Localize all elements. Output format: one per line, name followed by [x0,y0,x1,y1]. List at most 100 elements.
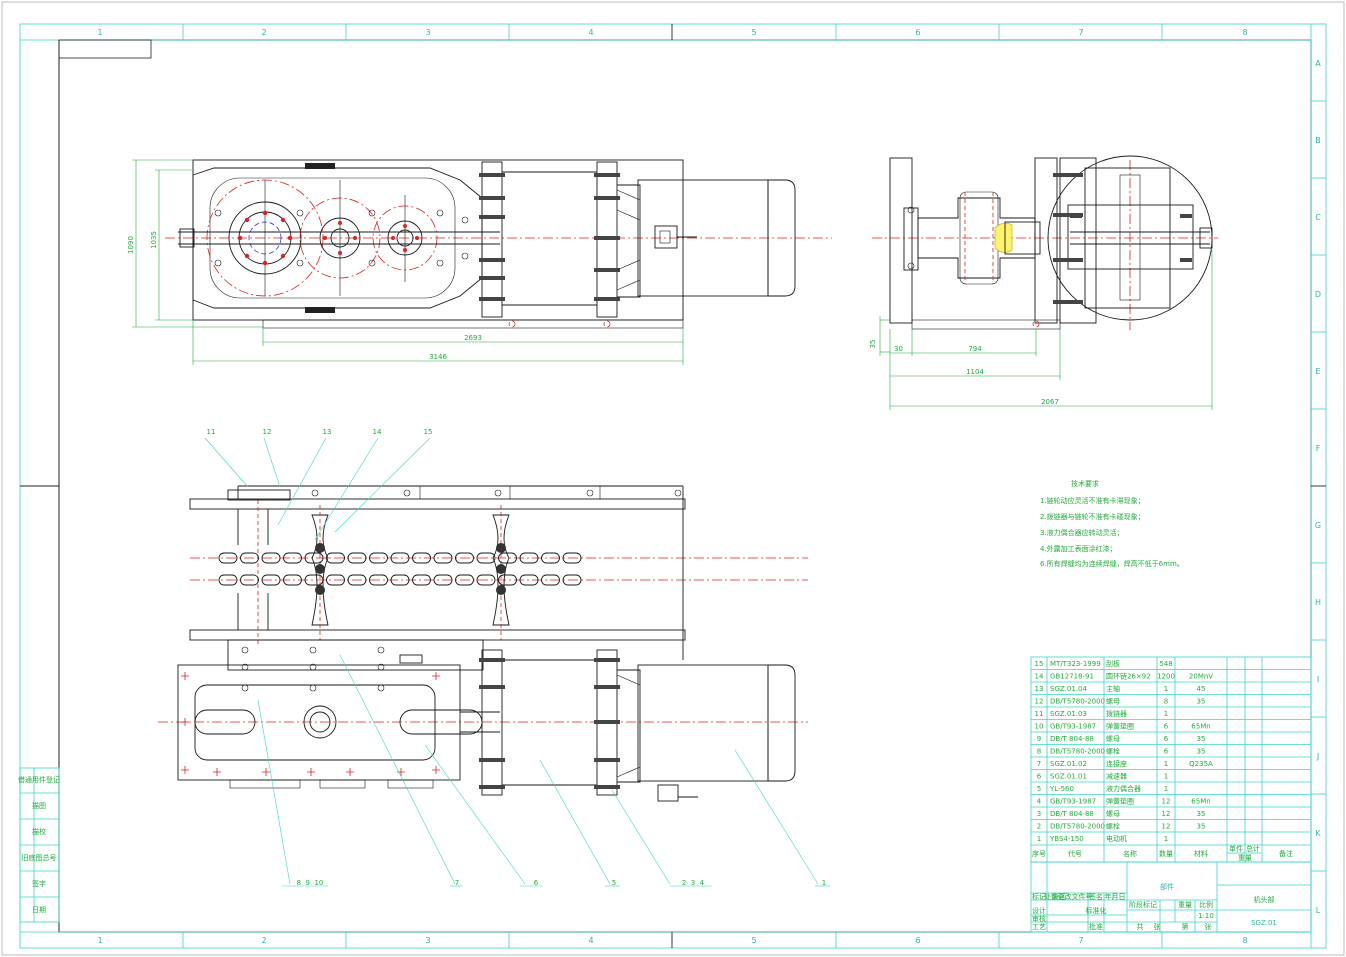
left-registration-strip: 借通用件登记 描图 描校 旧底图总号 签字 日期 [18,767,60,923]
side-zone-B: B [1315,136,1321,145]
bom-cell-qty: 6 [1164,735,1169,743]
title-block-total: 共 [1137,922,1144,931]
bottom-zone-8: 8 [1242,936,1247,945]
callout-5: 5 [612,879,616,887]
side-zone-K: K [1315,829,1321,838]
bom-cell-qty: 1 [1164,685,1168,693]
bom-cell-name: 弹簧垫圈 [1106,797,1134,806]
dim-side-height: 35 [869,340,877,349]
side-zone-C: C [1315,213,1321,222]
bom-cell-code: DB/T5780-2000 [1050,698,1105,706]
chain-link [455,574,474,586]
strip-label-3: 旧底图总号 [22,853,57,862]
technical-requirements: 技术要求 1.链轮动应灵活不准有卡滞现象； 2.拨链器与链轮不准有卡碰现象； 3… [1040,479,1184,568]
bom-cell-name: 主轴 [1106,684,1120,693]
side-zone-I: I [1317,675,1319,684]
tech-req-2: 2.拨链器与链轮不准有卡碰现象； [1040,512,1145,521]
side-zone-F: F [1316,444,1321,453]
top-zone-1: 1 [97,28,102,37]
chain-link [347,574,367,586]
bom-cell-name: 螺栓 [1106,747,1120,756]
side-zone-E: E [1315,367,1320,376]
chain-link [498,552,517,564]
top-zone-2: 2 [261,28,266,37]
bom-cell-material: 35 [1197,748,1206,756]
bottom-zone-3: 3 [425,936,430,945]
bom-cell-code: DB/T5780-2000 [1050,823,1105,831]
bom-cell-name: 液力偶合器 [1106,784,1141,793]
title-block-design: 设计 [1032,906,1046,915]
drawing-number: SGZ.01 [1251,919,1277,927]
tech-req-3: 3.液力偶合器应转动灵活； [1040,528,1124,537]
chain-link [240,552,259,564]
lower-drive-assembly [158,639,808,802]
title-block-count: 处数 [1044,892,1058,901]
bom-cell-name: 刮板 [1106,659,1120,668]
bom-header-qty: 数量 [1159,849,1173,858]
title-block-weight: 重量 [1178,901,1192,909]
callout-numbers: 11 12 13 14 15 8 9 10 7 6 5 2 3 4 1 [207,428,827,887]
chain-link [218,552,238,564]
title-block-zone: 分区 [1052,892,1066,901]
chain-link [218,574,238,586]
side-view-dimensions: 35 30 794 1104 2067 [869,250,1213,410]
title-block-approve: 批准 [1089,922,1103,931]
bom-cell-qty: 1 [1164,773,1168,781]
dim-height-outer: 1090 [127,236,135,254]
chain-link [541,552,560,564]
callout-14: 14 [373,428,382,436]
bottom-zone-7: 7 [1078,936,1083,945]
title-block-marker: 标记 [1032,892,1046,901]
chain-link [519,552,539,564]
title-block-standard: 标准化 [1086,906,1107,915]
top-zone-6: 6 [915,28,920,37]
chain-link [562,552,582,564]
top-zone-5: 5 [751,28,756,37]
dim-length-inner: 2693 [464,334,482,342]
tech-req-1: 1.链轮动应灵活不准有卡滞现象； [1040,496,1145,505]
callout-6: 6 [534,879,539,887]
bom-cell-material: 45 [1197,685,1206,693]
dim-side-width-b: 1104 [966,368,984,376]
chain-link [476,552,496,564]
title-block-scale-value: 1:10 [1198,912,1214,920]
bom-cell-name: 圆环链26×92 [1106,672,1151,681]
bom-cell-no: 2 [1037,823,1041,831]
top-zone-strip: 1 2 3 4 5 6 7 8 [97,24,1248,40]
bom-cell-qty: 1 [1164,785,1168,793]
callout-13: 13 [323,428,332,436]
side-zone-strip: A B C D E F G H I J K L [1311,59,1326,915]
title-block: 标记 处数 分区 更改文件号 签名 年月日 设计 标准化 审核 工艺 批准 阶段… [1030,861,1312,933]
top-view-dimensions: 1090 1035 2693 3146 [127,159,684,365]
chain-link [369,574,388,586]
bom-cell-material: 65Mn [1191,798,1210,806]
top-zone-8: 8 [1242,28,1247,37]
bom-cell-name: 减速器 [1106,772,1127,781]
bom-header-name: 名称 [1123,849,1137,858]
title-block-part: 部件 [1160,882,1174,891]
bom-cell-name: 拨链器 [1106,709,1127,718]
strip-label-2: 描校 [32,827,46,836]
bom-cell-no: 15 [1035,660,1044,668]
bom-cell-material: 35 [1197,698,1206,706]
bom-header-weight: 重量 [1238,854,1252,862]
chain-link [498,574,517,586]
chain-link [390,552,410,564]
title-block-change-doc: 更改文件号 [1058,892,1093,901]
bom-cell-material: Q235A [1189,760,1213,768]
chain-link [433,552,453,564]
tech-req-4: 4.外露加工表面涂红漆； [1040,544,1117,553]
bom-cell-name: 电动机 [1106,834,1127,843]
bom-cell-qty: 1 [1164,835,1168,843]
title-block-process: 工艺 [1032,923,1046,931]
title-block-signature: 签名 [1089,892,1103,901]
bottom-zone-1: 1 [97,936,102,945]
bom-cell-code: SGZ.01.01 [1050,773,1087,781]
callout-15: 15 [424,428,433,436]
chain-link [283,552,302,564]
bom-cell-material: 65Mn [1191,723,1210,731]
bom-cell-no: 12 [1035,698,1044,706]
chain-link [261,574,281,586]
side-zone-L: L [1316,906,1321,915]
